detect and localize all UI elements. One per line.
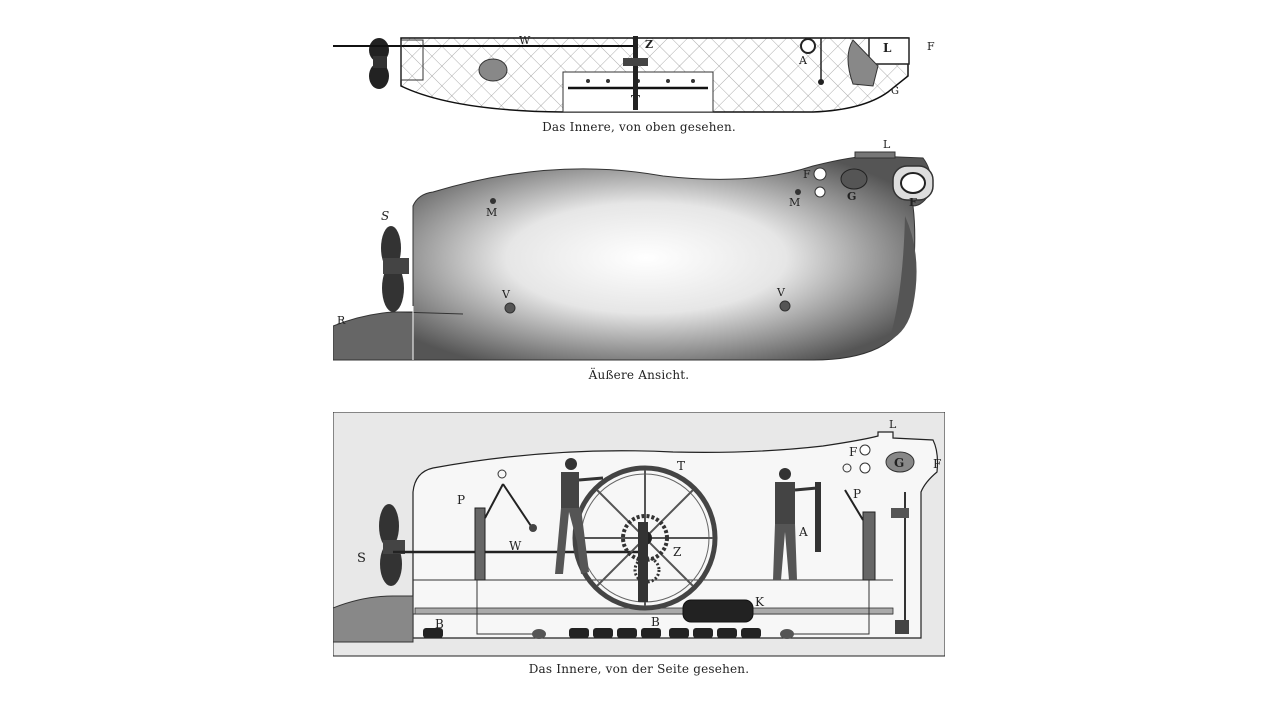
propeller-external <box>381 226 409 312</box>
gear-a-top <box>800 38 816 54</box>
label-v2-ext: V <box>776 286 786 299</box>
box-l-top <box>868 37 910 65</box>
marker-m2 <box>795 189 801 195</box>
label-g-top: G <box>891 86 899 97</box>
marker-v1 <box>504 302 516 314</box>
porthole-lower <box>814 186 826 198</box>
caption-top-view: Das Innere, von oben gesehen. <box>542 120 736 134</box>
pump-p-left <box>474 507 486 581</box>
figure-external-view: L S M M F G F V V R Äußere Ansicht. <box>333 136 945 386</box>
marker-v2 <box>779 300 791 312</box>
label-s-ext: S <box>381 209 389 223</box>
window-g-ext <box>840 168 868 190</box>
label-l-side: L <box>889 418 897 431</box>
label-f-top: F <box>927 40 935 53</box>
label-r-ext: R <box>337 314 346 327</box>
ballast-b <box>423 628 761 638</box>
label-t-top: T <box>631 93 640 107</box>
label-b1-side: B <box>435 617 444 631</box>
label-z-top: Z <box>645 38 653 51</box>
window-f-bow <box>900 172 926 194</box>
hatch-l-ext <box>854 151 896 159</box>
flywheel-t <box>572 465 718 611</box>
top-view-drawing: W Z A L F T G <box>333 36 935 113</box>
label-f1-side: F <box>849 445 857 459</box>
label-g-side: G <box>894 456 904 470</box>
label-f2-ext: F <box>909 196 917 209</box>
label-p2-side: P <box>853 487 861 501</box>
label-z-side: Z <box>673 545 681 559</box>
label-a-side: A <box>798 525 808 539</box>
window-g-side <box>885 451 915 473</box>
label-a-top: A <box>798 54 808 67</box>
label-k-side: K <box>755 595 765 609</box>
label-f2-side: F <box>933 457 941 471</box>
label-w-side: W <box>509 539 522 553</box>
label-f-ext: F <box>803 168 811 181</box>
crew-figure-left <box>555 458 604 574</box>
hull-interior <box>412 431 939 639</box>
label-s-side: S <box>357 551 366 566</box>
marker-m1 <box>490 198 496 204</box>
label-b2-side: B <box>651 615 660 629</box>
label-l-ext: L <box>883 138 891 151</box>
porthole-side-lower <box>859 462 871 474</box>
figure-top-view: W Z A L F T G Das Innere, von oben geseh… <box>333 36 945 136</box>
label-g-ext: G <box>847 190 856 203</box>
label-m1-ext: M <box>486 206 497 219</box>
caption-external-view: Äußere Ansicht. <box>588 368 690 382</box>
propeller-side <box>379 504 405 586</box>
tank-k <box>682 599 754 623</box>
porthole-upper <box>813 167 827 181</box>
side-view-drawing: L F G F T P P W S A Z K B B <box>333 412 945 657</box>
propeller-top <box>369 38 389 89</box>
label-v1-ext: V <box>501 288 511 301</box>
crew-figure-right <box>773 468 821 580</box>
label-m2-ext: M <box>789 196 800 209</box>
porthole-side-upper <box>859 444 871 456</box>
label-t-side: T <box>677 459 685 473</box>
caption-side-view: Das Innere, von der Seite gesehen. <box>528 662 750 676</box>
pump-p-right <box>862 511 876 581</box>
external-view-drawing: L S M M F G F V V R <box>333 138 934 361</box>
label-l-top: L <box>883 41 892 55</box>
label-w-top: W <box>519 36 531 47</box>
label-p1-side: P <box>457 493 465 507</box>
figure-side-view: L F G F T P P W S A Z K B B Das Innere, … <box>333 412 945 682</box>
tank-oval-top <box>478 58 508 82</box>
